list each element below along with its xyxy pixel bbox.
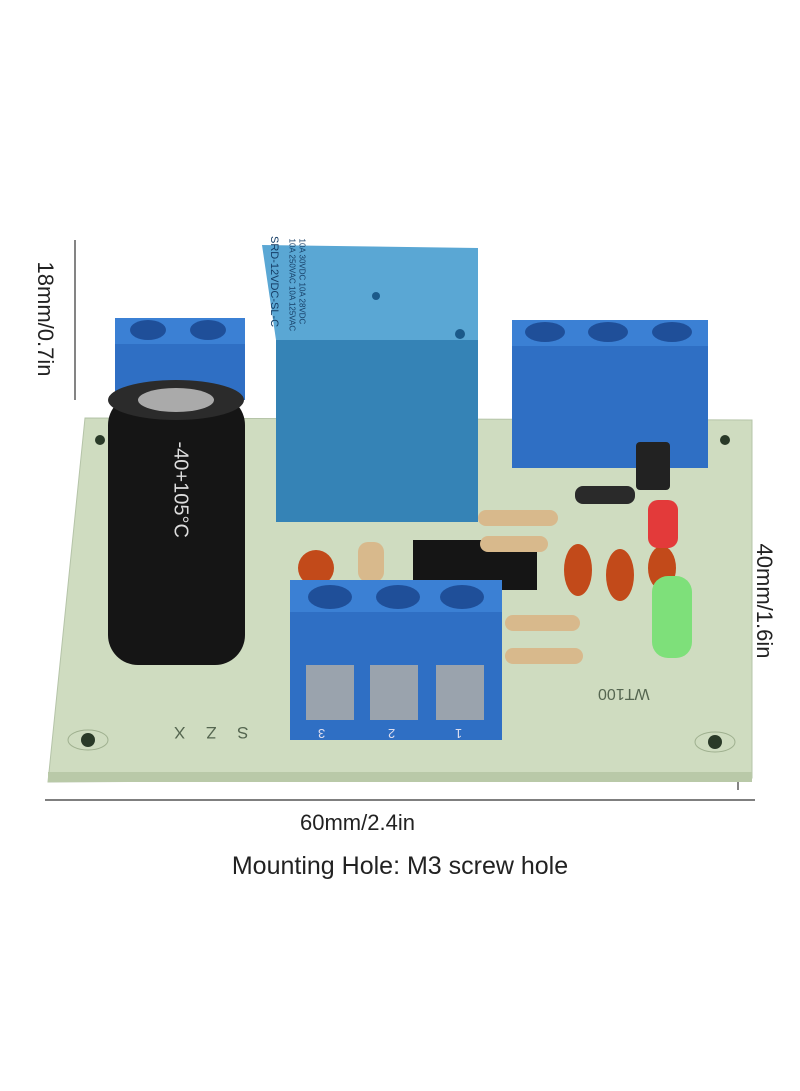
terminal-number-1: 1 [455,726,463,741]
relay-rating-2: 10A 30VDC 10A 28VDC [297,238,307,325]
bottom-terminal-block [290,580,502,740]
green-led [652,576,692,658]
silkscreen-letters: S Z X [166,723,249,742]
right-terminal-block [512,320,708,468]
resistors [358,510,583,664]
mounting-holes [81,435,730,749]
relay [262,245,478,522]
terminal-number-2: 2 [388,726,396,741]
electrolytic-capacitor [108,380,245,665]
width-dimension-label: 60mm/2.4in [300,810,415,835]
transistor [636,442,670,490]
board-label: WT100 [598,685,650,702]
mounting-hole-caption: Mounting Hole: M3 screw hole [231,852,569,880]
relay-rating-1: 10A 250VAC 10A 125VAC [287,238,297,332]
red-led [648,500,678,548]
height-dimension-label: 18mm/0.7in [33,261,58,377]
capacitor-rating-text: -40+105°C [169,441,192,538]
depth-dimension-label: 40mm/1.6in [752,543,777,659]
diode [575,486,635,504]
relay-model-text: SRD-12VDC-SL-C [268,236,280,328]
terminal-number-3: 3 [318,726,326,741]
